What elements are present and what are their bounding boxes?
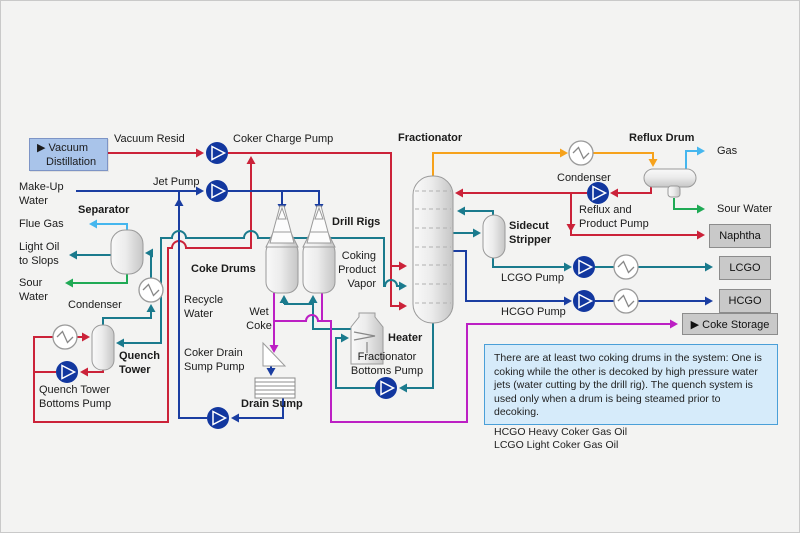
coke-chute <box>262 341 287 367</box>
drain-sump <box>254 377 296 399</box>
gas-lines <box>97 150 697 230</box>
quench-tower-bottoms-pump-symbol <box>56 361 78 383</box>
sour-water-lines <box>73 198 697 284</box>
coking-product-vapor-line <box>124 230 399 344</box>
naphtha-output-box: Naphtha <box>709 224 771 248</box>
coke-drum-right <box>302 205 336 294</box>
overhead-vapor-line <box>432 152 654 176</box>
coke-storage-link-box[interactable]: ▶ Coke Storage <box>682 313 778 335</box>
reflux-drum-vessel <box>643 168 697 198</box>
coke-drum-left <box>265 205 299 294</box>
note-legend: HCGO Heavy Coker Gas Oil LCGO Light Coke… <box>494 426 768 453</box>
lcgo-pump-symbol <box>573 256 595 278</box>
sidecut-stripper-vessel <box>482 214 506 259</box>
quench-cooler-exchanger <box>52 324 78 350</box>
vacuum-distillation-line2: Distillation <box>46 156 97 168</box>
make-up-water-jet-line <box>76 190 320 419</box>
coke-lines <box>273 293 670 423</box>
vacuum-distillation-line1: ▶ Vacuum <box>37 142 89 154</box>
hcgo-output-box: HCGO <box>719 289 771 313</box>
quench-tower-vessel <box>91 324 115 371</box>
green-arrowheads <box>65 204 705 288</box>
vacuum-distillation-link-box[interactable]: ▶ Vacuum Distillation <box>29 138 108 171</box>
heater-furnace <box>350 312 384 365</box>
fractionator-bottoms-heater-line <box>283 303 434 389</box>
lcgo-cooler-exchanger <box>613 254 639 280</box>
jet-pump-symbol <box>206 180 228 202</box>
quench-tower-loop-line <box>33 164 252 423</box>
red-arrowheads <box>80 148 705 377</box>
info-note-box: There are at least two coking drums in t… <box>484 344 778 451</box>
legend-hcgo: HCGO Heavy Coker Gas Oil <box>494 425 628 438</box>
teal-arrowheads <box>69 206 713 393</box>
condenser-left-exchanger <box>138 277 164 303</box>
pumps <box>56 142 609 429</box>
hcgo-pump-symbol <box>573 290 595 312</box>
orange-arrowheads <box>560 148 658 167</box>
vacuum-resid-charge-line <box>108 152 399 307</box>
hcgo-cooler-exchanger <box>613 288 639 314</box>
note-text: There are at least two coking drums in t… <box>494 352 762 418</box>
magenta-arrowheads <box>269 319 678 353</box>
fractionator-column <box>412 175 454 324</box>
condenser-right-exchanger <box>568 140 594 166</box>
coker-charge-pump-symbol <box>206 142 228 164</box>
separator-vessel <box>110 229 144 275</box>
hcgo-line <box>453 250 705 302</box>
quench-condenser-line <box>77 253 152 325</box>
legend-lcgo: LCGO Light Coker Gas Oil <box>494 439 619 451</box>
coker-drain-sump-pump-symbol <box>207 407 229 429</box>
lcgo-output-box: LCGO <box>719 256 771 280</box>
fractionator-bottoms-pump-symbol <box>375 377 397 399</box>
light-blue-arrowheads <box>89 146 705 229</box>
reflux-product-pump-symbol <box>587 182 609 204</box>
sidecut-stripper-lcgo-line <box>453 210 705 268</box>
